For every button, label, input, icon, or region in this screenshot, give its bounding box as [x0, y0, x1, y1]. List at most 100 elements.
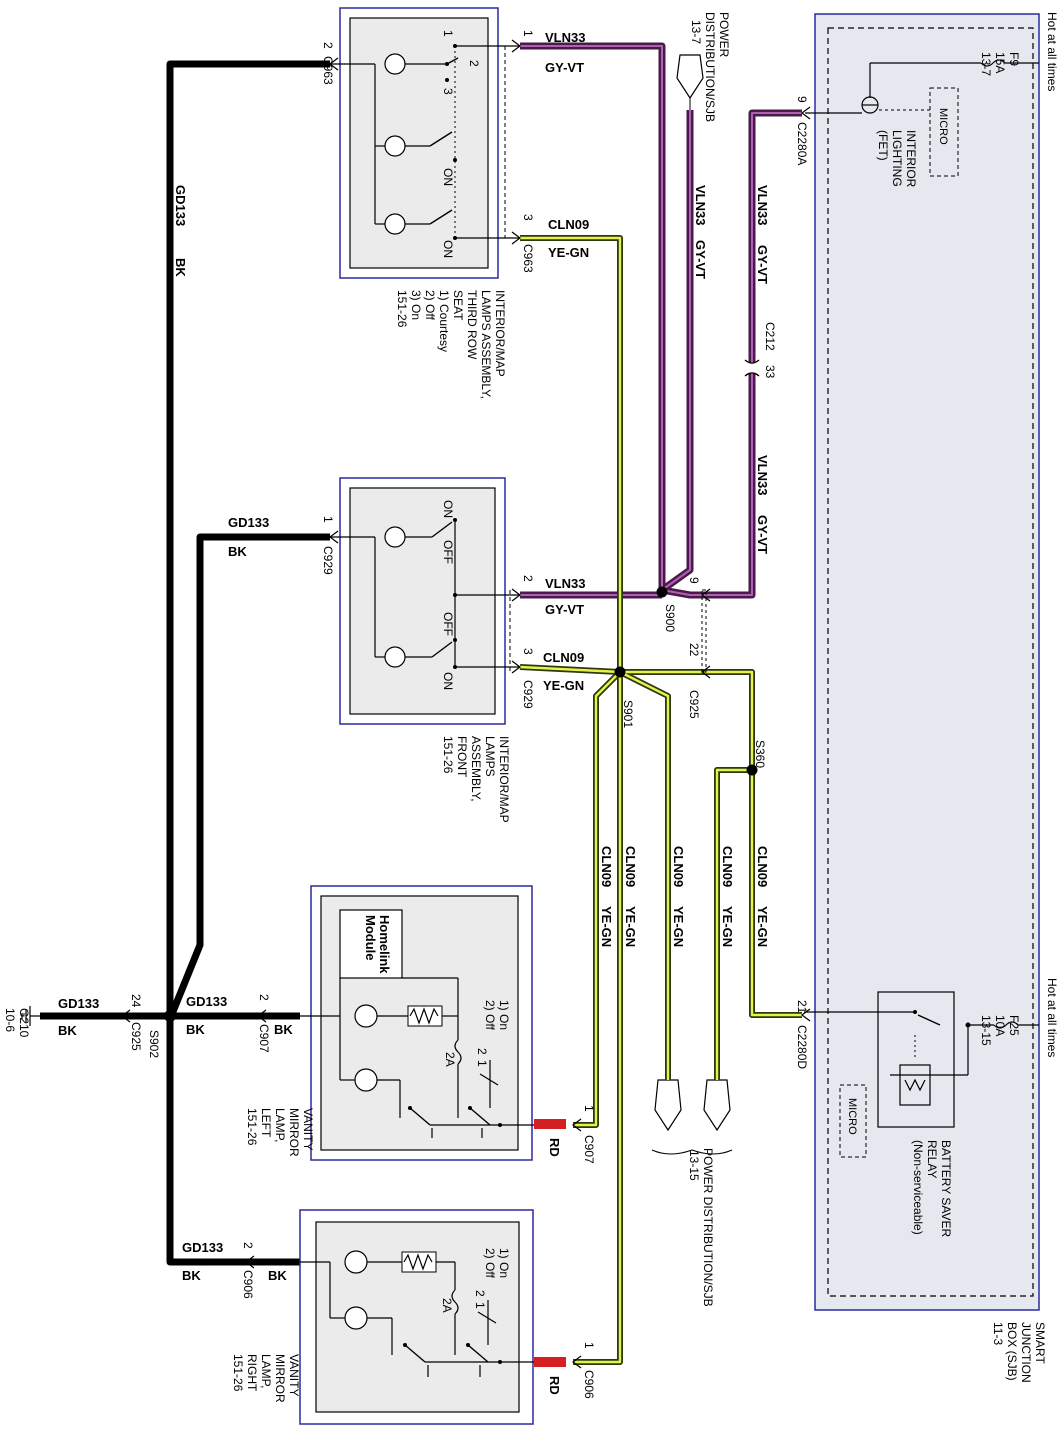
conn-c2280d: C2280D [795, 1025, 809, 1069]
sjb-name-line2: JUNCTION [1019, 1322, 1033, 1383]
c212-conn: C212 [763, 322, 777, 351]
wire-label-rd-left: RD [547, 1138, 562, 1157]
splice-s901 [614, 666, 626, 678]
vanity-right-conn-top: C906 [241, 1270, 255, 1299]
relay-line3: (Non-serviceable) [911, 1140, 925, 1235]
third-row-pin-1: 1 [521, 30, 535, 37]
wire-rd-right [534, 1357, 566, 1367]
splice-s902 [164, 1010, 176, 1022]
third-row-label-7: 151-26 [395, 290, 409, 328]
power-dist-bottom-line2: 13-15 [687, 1150, 701, 1181]
vanity-right-mode-1: 1) On [497, 1248, 511, 1278]
conn-c2280a: C2280A [795, 122, 809, 165]
wire-label-vln33-v2: VLN33 [755, 185, 770, 225]
vanity-left-label-4: 151-26 [245, 1108, 259, 1146]
wire-label-vln33-top: VLN33 [545, 30, 585, 45]
third-row-on-b: ON [441, 240, 455, 258]
wire-label-yegn-v5: YE-GN [755, 906, 770, 947]
third-row-label-4: 1) Courtesy [437, 290, 451, 352]
wire-label-gd133-right: GD133 [182, 1240, 223, 1255]
smart-junction-box [804, 13, 1040, 1311]
vanity-right-conn-bottom: C906 [582, 1370, 596, 1399]
vanity-left-label-0: VANITY [301, 1108, 315, 1150]
wire-label-vln33-mid: VLN33 [545, 576, 585, 591]
wire-label-gyvt-top: GY-VT [545, 60, 584, 75]
fuse-f25-ref: 13-15 [979, 1015, 993, 1046]
third-row-conn-top: C963 [321, 56, 335, 85]
wire-label-bk-c906: BK [268, 1268, 287, 1283]
power-distribution-top [676, 54, 704, 110]
wire-label-bk-right: BK [182, 1268, 201, 1283]
third-row-pin-3: 3 [521, 214, 535, 221]
vanity-right-pin-2: 2 [241, 1242, 255, 1249]
front-label-2: ASSEMBLY, [469, 736, 483, 802]
front-label-0: INTERIOR/MAP [497, 736, 511, 823]
third-row-sw-1: 1 [441, 30, 455, 37]
wire-label-gd133-front: GD133 [228, 515, 269, 530]
vanity-left-label-2: LAMP, [273, 1108, 287, 1142]
wire-label-cln09-v4: CLN09 [720, 846, 735, 887]
connector-c925-box [701, 589, 707, 673]
wire-label-cln09-v1: CLN09 [599, 846, 614, 887]
vanity-right-sw-2: 2 [473, 1290, 487, 1297]
wire-gd133 [40, 60, 330, 1266]
sjb-name-line3: BOX (SJB) [1005, 1322, 1019, 1381]
homelink-line1: Homelink [377, 915, 392, 974]
ground-name: G210 [17, 1008, 31, 1038]
front-lamp-assembly [330, 477, 520, 725]
wire-label-yegn-v1: YE-GN [599, 906, 614, 947]
vanity-right-label-2: LAMP, [259, 1354, 273, 1388]
wire-cln09 [519, 235, 802, 1365]
wire-label-gd133-s902: GD133 [186, 994, 227, 1009]
splice-s360-label: S360 [753, 740, 767, 768]
splice-s900 [656, 586, 668, 598]
wire-label-cln09-v3: CLN09 [671, 846, 686, 887]
vanity-right-mode-2: 2) Off [483, 1248, 497, 1278]
vanity-right-sw-2a: 2A [440, 1298, 454, 1313]
c212-pin: 33 [763, 365, 777, 379]
micro-top: MICRO [937, 108, 949, 145]
wire-rd-left [534, 1119, 566, 1129]
vanity-right-sw-1: 1 [473, 1302, 487, 1309]
sjb-hot-bottom: Hot at all times [1045, 978, 1059, 1057]
wire-label-yegn-v2: YE-GN [623, 906, 638, 947]
c925-pin-22: 22 [687, 643, 701, 657]
front-label-3: FRONT [455, 736, 469, 778]
vanity-right-label-1: MIRROR [273, 1354, 287, 1403]
third-row-sw-2: 2 [467, 60, 481, 67]
relay-line1: BATTERY SAVER [939, 1140, 953, 1237]
micro-bottom: MICRO [846, 1098, 858, 1135]
vanity-right-label-0: VANITY [287, 1354, 301, 1396]
power-distribution-bottom [651, 1079, 733, 1155]
interior-lighting-line2: LIGHTING [890, 130, 904, 187]
front-off-a: OFF [441, 540, 455, 564]
wire-label-yegn-top: YE-GN [548, 245, 589, 260]
vanity-left-conn-bottom: C907 [582, 1135, 596, 1164]
fuse-f25-name: F25 [1007, 1015, 1021, 1036]
front-on-b: ON [441, 672, 455, 690]
c925-name-ground: C925 [129, 1022, 143, 1051]
front-pin-3: 3 [521, 648, 535, 655]
ground-symbol [21, 1006, 31, 1026]
third-row-label-2: THIRD ROW [465, 290, 479, 360]
vanity-mirror-lamp-left [300, 885, 534, 1161]
splice-s901-label: S901 [621, 700, 635, 728]
wire-label-gd133-ground: GD133 [58, 996, 99, 1011]
fuse-f9-name: F9 [1007, 52, 1021, 66]
sjb-name-line1: SMART [1033, 1322, 1047, 1364]
front-conn-bottom: C929 [521, 680, 535, 709]
vanity-left-pin-1: 1 [582, 1105, 596, 1112]
wire-label-bk-ground: BK [58, 1023, 77, 1038]
fuse-f9-ref: 13-7 [979, 52, 993, 76]
front-off-b: OFF [441, 612, 455, 636]
homelink-line2: Module [363, 915, 378, 961]
vanity-left-label-1: MIRROR [287, 1108, 301, 1157]
wire-label-yegn-v4: YE-GN [720, 906, 735, 947]
front-pin-1: 1 [321, 516, 335, 523]
wire-label-gyvt-v1: GY-VT [693, 240, 708, 279]
wire-label-cln09-v2: CLN09 [623, 846, 638, 887]
wire-label-gyvt-v3: GY-VT [755, 515, 770, 554]
vanity-left-pin-2: 2 [257, 994, 271, 1001]
vanity-left-label-3: LEFT [259, 1108, 273, 1138]
vanity-left-mode-1: 1) On [497, 1000, 511, 1030]
